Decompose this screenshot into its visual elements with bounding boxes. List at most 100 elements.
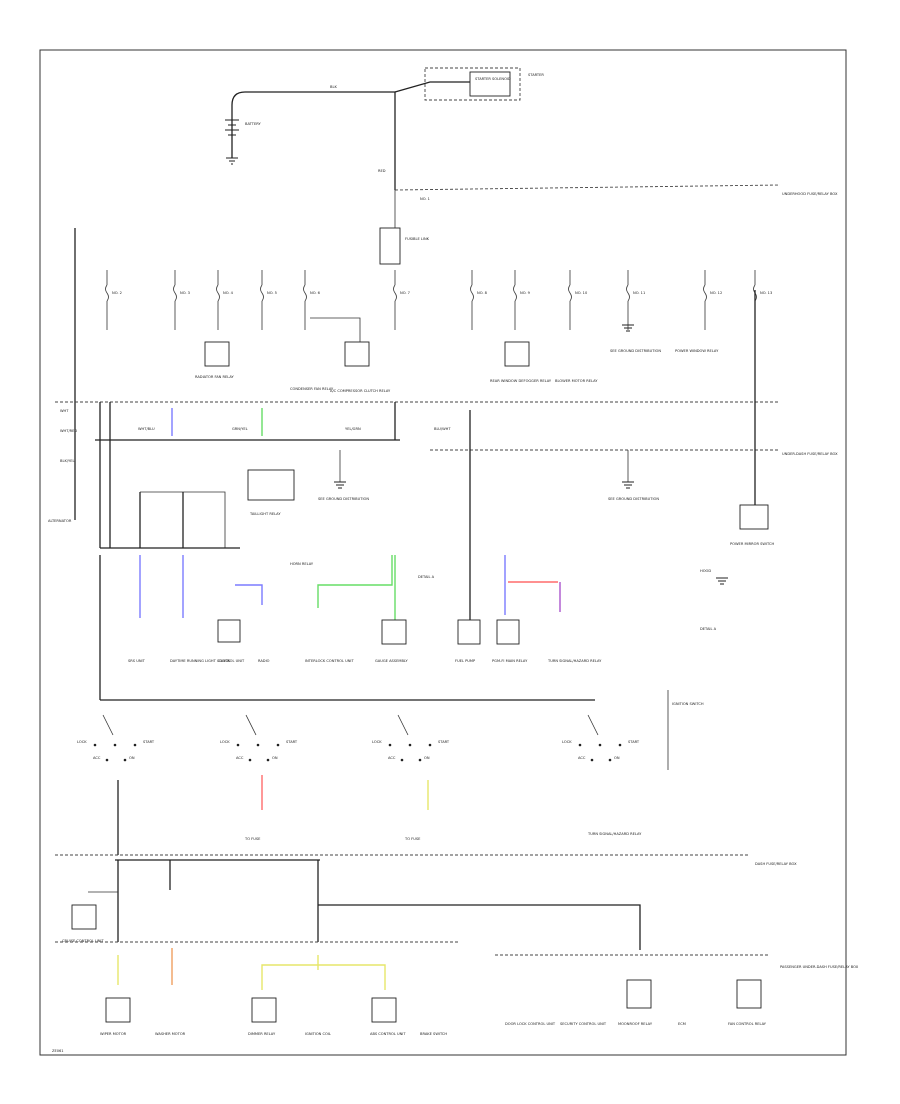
ign-pos-label: ON	[614, 756, 620, 760]
fuse-label: NO. 2	[112, 291, 122, 295]
load-fuel-pump	[457, 619, 481, 645]
ign-pos-label: ON	[424, 756, 430, 760]
ign-pos-label: LOCK	[372, 740, 382, 744]
fuse-drop: NO. 11	[626, 270, 645, 330]
ign-pos-label: ACC	[388, 756, 396, 760]
starter-box	[424, 67, 521, 101]
label-abs: ABS CONTROL UNIT	[370, 1032, 406, 1036]
ign-pos-label: ACC	[93, 756, 101, 760]
ac-compressor-relay	[344, 341, 370, 367]
underdash-box-label: UNDER-DASH FUSE/RELAY BOX	[782, 452, 838, 456]
ign-pos-label: ACC	[578, 756, 586, 760]
mid-relays: TAILLIGHT RELAY SEE GROUND DISTRIBUTION …	[100, 450, 774, 631]
battery-main-cable	[231, 91, 396, 190]
label-turn-signal: TURN SIGNAL/HAZARD RELAY	[547, 659, 602, 663]
ign-pos-label: LOCK	[77, 740, 87, 744]
label-daytime: DAYTIME RUNNING LIGHT CONTROL UNIT	[170, 659, 245, 663]
lower-dash-box: DASH FUSE/RELAY BOX CRUISE CONTROL UNIT …	[55, 854, 859, 990]
ground-symbol	[334, 481, 346, 489]
load-gauge	[381, 619, 407, 645]
wire-code-batt: RED	[378, 169, 386, 173]
row1-relays: RADIATOR FAN RELAY A/C COMPRESSOR CLUTCH…	[195, 317, 719, 393]
passenger-box-label: PASSENGER UNDER-DASH FUSE/RELAY BOX	[780, 965, 859, 969]
label-washer: WASHER MOTOR	[155, 1032, 186, 1036]
fuse-drop: NO. 7	[393, 270, 410, 330]
battery-starter-section: STARTER SOLENOID STARTER BLK BATTERY RED…	[225, 67, 838, 265]
starter-solenoid-label: STARTER SOLENOID	[475, 77, 511, 81]
load-fan-control	[736, 979, 762, 1009]
alternator-label: ALTERNATOR	[48, 519, 72, 523]
label-cruise: CRUISE CONTROL UNIT	[62, 939, 104, 943]
ac-compressor-label: A/C COMPRESSOR CLUTCH RELAY	[330, 389, 391, 393]
ground-symbol	[622, 481, 634, 489]
fuse-label: NO. 13	[760, 291, 772, 295]
ign-pos-label: ON	[129, 756, 135, 760]
taillight-relay	[247, 469, 295, 501]
lower-feed-4	[318, 904, 641, 950]
footer-code: ZE061	[52, 1049, 64, 1053]
underdash-bus: WHT WHT/RED BLK/YEL WHT/BLU GRN/YEL YEL/…	[55, 290, 838, 620]
ign-pos-label: ON	[272, 756, 278, 760]
yellow-wire-3	[261, 964, 386, 990]
label-ignition-coil: IGNITION COIL	[305, 1032, 331, 1036]
fusible-link	[379, 227, 401, 265]
fuse-drop: NO. 4	[216, 270, 234, 330]
ign-pos-label: LOCK	[562, 740, 572, 744]
label-security: SECURITY CONTROL UNIT	[560, 1022, 607, 1026]
label-dimmer: DIMMER RELAY	[248, 1032, 276, 1036]
label-wiper: WIPER MOTOR	[100, 1032, 127, 1036]
ign-label-to-fuse-2: TO FUSE	[404, 837, 421, 841]
battery-label: BATTERY	[245, 122, 262, 126]
ign-pos-label: START	[438, 740, 450, 744]
green-wire-2	[317, 555, 393, 608]
rear-defrost-relay	[504, 341, 530, 367]
fuse-label-main: NO. 1	[420, 197, 430, 201]
fuse-drop: NO. 10	[568, 270, 588, 330]
label-brake: BRAKE SWITCH	[420, 1032, 447, 1036]
see-ground-label-3: SEE GROUND DISTRIBUTION	[608, 497, 659, 501]
fuse-drop: NO. 8	[470, 270, 488, 330]
ign-pos-label: START	[628, 740, 640, 744]
underhood-border-top	[394, 184, 781, 191]
load-pgm-fi	[496, 619, 520, 645]
ignition-switch-label: IGNITION SWITCH	[672, 702, 704, 706]
mid-bracket	[140, 491, 226, 548]
load-dimmer	[251, 997, 277, 1023]
ground-symbol	[622, 324, 634, 332]
power-mirror-unit	[739, 504, 769, 530]
label-interlock: INTERLOCK CONTROL UNIT	[305, 659, 354, 663]
ign-label-turn: TURN SIGNAL/HAZARD RELAY	[587, 832, 642, 836]
ignition-switch-row: IGNITION SWITCH LOCK ACC ON START LOCK ACC ON S…	[77, 690, 704, 855]
fuse-drop: NO. 3	[173, 270, 190, 330]
hood-label: HOOD	[700, 569, 711, 573]
underhood-box-label: UNDERHOOD FUSE/RELAY BOX	[782, 192, 838, 196]
label-detail-a-2: DETAIL A	[418, 575, 435, 579]
wire-code-c: BLK/YEL	[60, 459, 75, 463]
label-gauge: GAUGE ASSEMBLY	[375, 659, 408, 663]
starter-solenoid	[469, 71, 511, 97]
ignition-switch: LOCK ACC ON START	[372, 714, 450, 762]
radiator-fan-relay	[204, 341, 230, 367]
wire-code-top: BLK	[330, 85, 337, 89]
fusible-link-label: FUSIBLE LINK	[405, 237, 430, 241]
row2-loads: SRS UNIT DAYTIME RUNNING LIGHT CONTROL U…	[99, 555, 602, 700]
label-door-lock: DOOR LOCK CONTROL UNIT	[505, 1022, 556, 1026]
fuse-drop: NO. 6	[303, 270, 321, 330]
wire-code-d: WHT/BLU	[138, 427, 155, 431]
detail-a-label: DETAIL A	[700, 627, 717, 631]
see-ground-label-2: SEE GROUND DISTRIBUTION	[318, 497, 369, 501]
bottom-loads: WIPER MOTOR WASHER MOTOR DIMMER RELAY IG…	[100, 979, 767, 1036]
diagram-frame	[39, 49, 847, 1056]
lower-box-label: DASH FUSE/RELAY BOX	[755, 862, 797, 866]
ground-symbol	[716, 577, 728, 585]
fuse-drop: NO. 12	[703, 270, 722, 330]
load-wiper	[105, 997, 131, 1023]
label-ecm: ECM	[678, 1022, 686, 1026]
fuse-label: NO. 3	[180, 291, 190, 295]
wire-code-e: GRN/YEL	[232, 427, 248, 431]
wire-code-g: BLU/WHT	[434, 427, 451, 431]
